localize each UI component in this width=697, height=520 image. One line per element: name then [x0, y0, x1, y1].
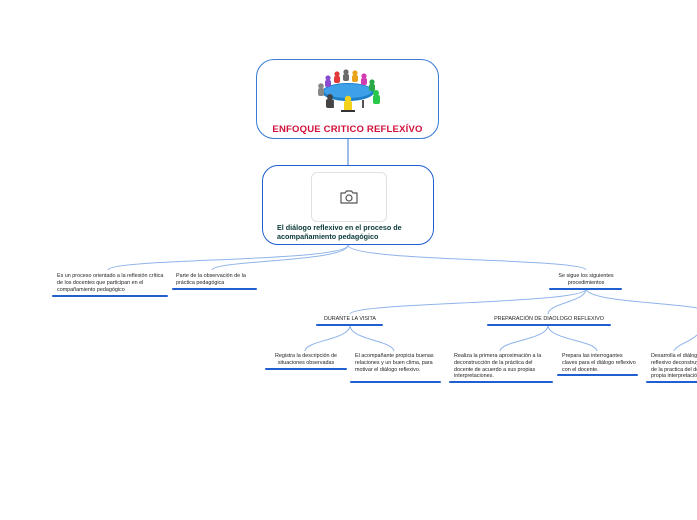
- detail-acompanante[interactable]: El acompañante propicia buenas relacione…: [355, 353, 439, 373]
- detail-underline: [449, 381, 553, 383]
- detail-text: Realiza la primera aproximación a la dec…: [454, 353, 542, 380]
- link-branch3-offscreen: [585, 288, 697, 309]
- detail-underline: [265, 368, 347, 370]
- branch-underline: [549, 288, 622, 290]
- link-main-branch-1: [107, 244, 349, 271]
- team-meeting-illustration: [318, 69, 380, 112]
- branch-observacion[interactable]: Parte de la observación de la práctica p…: [176, 273, 254, 287]
- procedure-text: DURANTE LA VISITA: [323, 316, 377, 322]
- branch-text: Parte de la observación de la práctica p…: [176, 273, 246, 286]
- procedure-underline: [316, 324, 383, 326]
- detail-underline: [350, 381, 441, 383]
- branch-text: Se sigue los siguientes procedimientos: [558, 273, 614, 286]
- link-visita-registra: [304, 324, 351, 352]
- branch-underline: [52, 295, 168, 297]
- branch-text: Es un proceso orientado a la reflexión c…: [57, 273, 164, 293]
- root-title: ENFOQUE CRITICO REFLEXÍVO: [272, 124, 423, 135]
- link-main-branch-3: [347, 244, 587, 271]
- detail-desarrolla[interactable]: Desarrolla el diálogo reflexivo deconstr…: [651, 353, 697, 380]
- link-prep-prepara: [547, 324, 598, 352]
- procedure-underline: [487, 324, 611, 326]
- detail-text: El acompañante propicia buenas relacione…: [355, 353, 434, 373]
- camera-icon: [340, 190, 358, 204]
- detail-text: Prepara las interrogantes claves para el…: [562, 353, 636, 373]
- link-offscreen-desarrolla: [673, 334, 697, 352]
- detail-underline: [557, 374, 638, 376]
- link-prep-realiza: [499, 324, 549, 352]
- branch-underline: [172, 288, 257, 290]
- detail-registra[interactable]: Registra la descripción de situaciones o…: [268, 353, 344, 367]
- link-main-branch-2: [211, 244, 349, 271]
- branch-procedimientos[interactable]: Se sigue los siguientes procedimientos: [550, 273, 622, 287]
- image-placeholder[interactable]: [311, 172, 387, 222]
- detail-text: Registra la descripción de situaciones o…: [274, 353, 338, 366]
- main-topic-title: El diálogo reflexivo en el proceso de ac…: [277, 223, 402, 241]
- link-branch3-preparacion: [547, 288, 587, 315]
- procedure-text: PREPARACIÓN DE DIAOLOGO REFLEXIVO: [494, 316, 604, 322]
- detail-desarrolla-clip: Desarrolla el diálogo reflexivo deconstr…: [640, 340, 697, 390]
- procedure-preparacion-dialogo[interactable]: PREPARACIÓN DE DIAOLOGO REFLEXIVO: [488, 316, 610, 323]
- link-branch3-visita: [349, 288, 587, 315]
- detail-prepara[interactable]: Prepara las interrogantes claves para el…: [562, 353, 636, 373]
- detail-text: Desarrolla el diálogo reflexivo deconstr…: [651, 353, 697, 380]
- link-visita-acompanante: [349, 324, 395, 352]
- branch-proceso-reflexion[interactable]: Es un proceso orientado a la reflexión c…: [57, 273, 165, 293]
- main-topic-node[interactable]: El diálogo reflexivo en el proceso de ac…: [262, 165, 434, 245]
- procedure-durante-visita[interactable]: DURANTE LA VISITA: [317, 316, 383, 323]
- detail-underline: [646, 381, 697, 383]
- root-node[interactable]: ENFOQUE CRITICO REFLEXÍVO: [256, 59, 439, 139]
- detail-realiza[interactable]: Realiza la primera aproximación a la dec…: [454, 353, 550, 380]
